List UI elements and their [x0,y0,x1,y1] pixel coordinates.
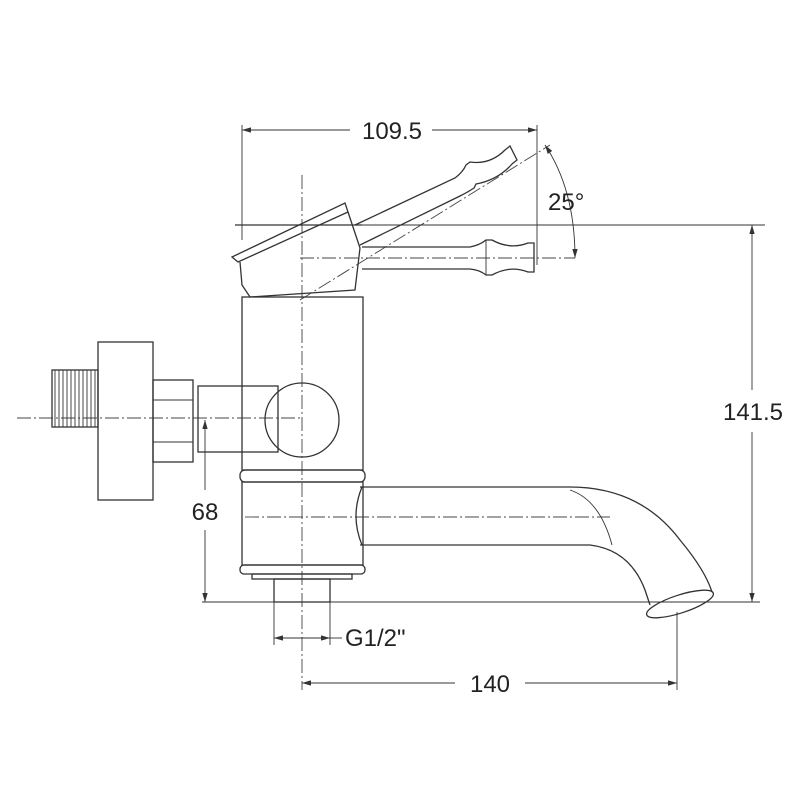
dimension-handle-reach: 109.5 [362,118,422,145]
dimension-inlet-height: 68 [192,499,219,526]
centerlines [17,144,610,690]
spout [355,486,715,619]
dimension-spout-reach: 140 [470,671,510,698]
wall-connector [51,341,279,501]
dimension-lever-angle: 25° [548,189,584,216]
lever-handle [230,144,535,298]
dimension-total-height: 141.5 [723,399,783,426]
faucet-body [239,296,366,603]
dimension-connection-thread: G1/2" [345,625,406,652]
thread-lines [54,370,96,427]
dimension-lines [202,125,765,690]
